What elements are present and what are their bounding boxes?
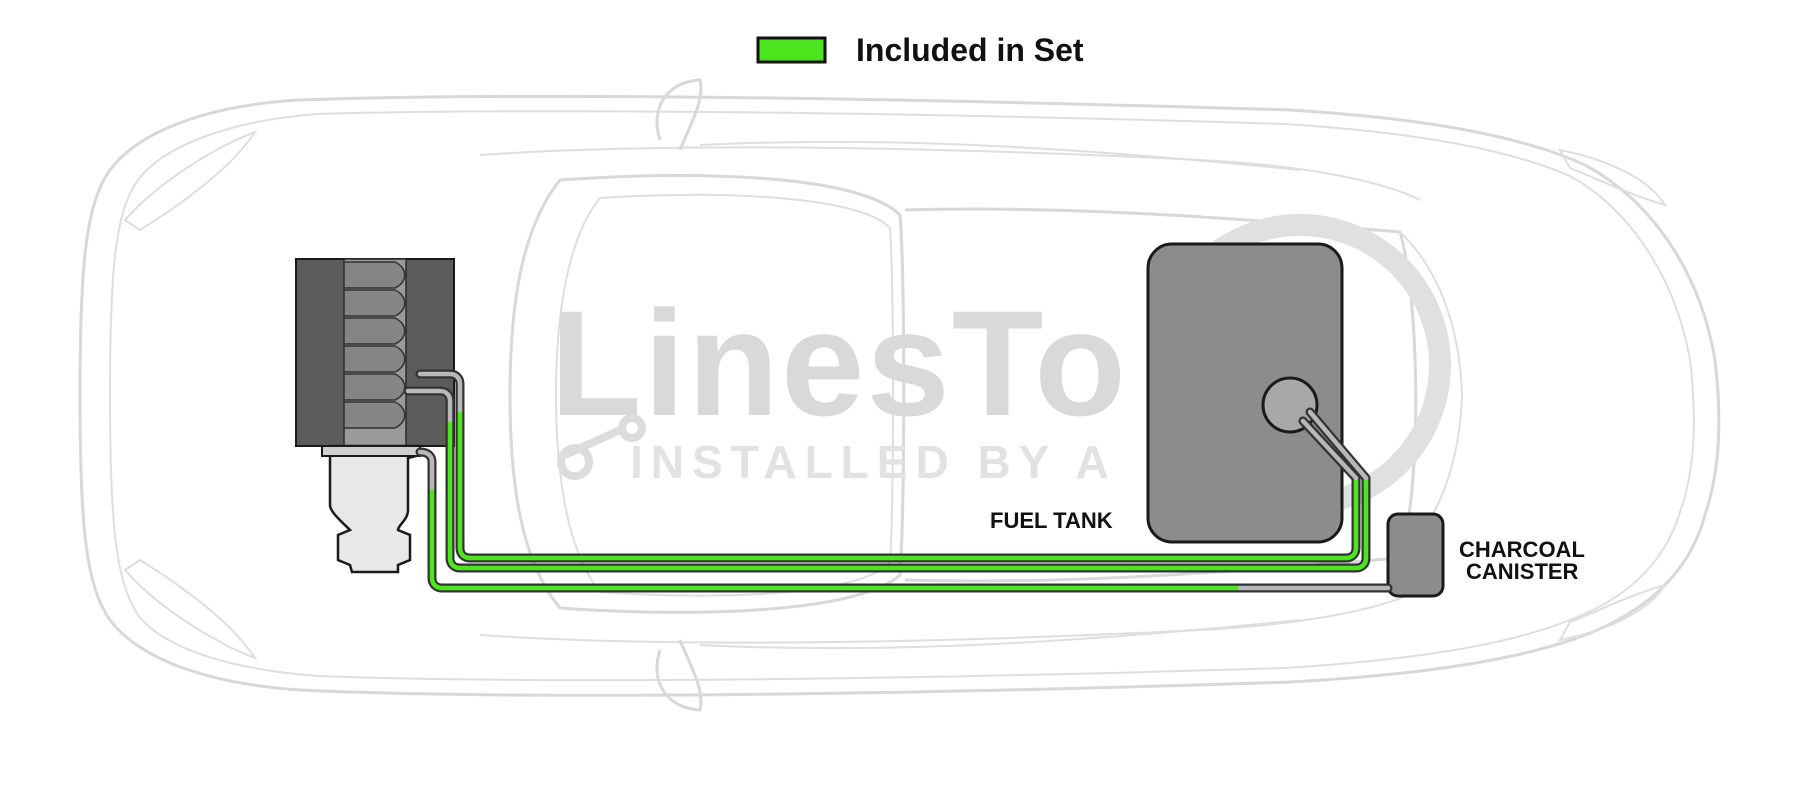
canister-label-line1: CHARCOAL [1459, 537, 1585, 562]
engine [295, 258, 455, 574]
watermark-brand: LinesTo [550, 279, 1128, 447]
canister-label-line2: CANISTER [1466, 559, 1579, 584]
fuel-tank-label: FUEL TANK [990, 508, 1113, 533]
charcoal-canister [1386, 512, 1445, 598]
watermark: LinesTo INSTALLED BY A [550, 214, 1451, 516]
legend-label: Included in Set [856, 32, 1084, 68]
legend-swatch [756, 36, 827, 64]
wrench-icon [557, 414, 646, 480]
legend: Included in Set [756, 32, 1084, 68]
watermark-tagline: INSTALLED BY A [630, 436, 1117, 488]
vapor-line [429, 485, 1243, 591]
engine-cylinders [343, 261, 406, 429]
fuel-tank [1146, 242, 1344, 544]
fuel-lines [403, 369, 1393, 593]
fuel-return-line [447, 417, 1369, 571]
car-outline [78, 78, 1721, 712]
fuel-tank-body [1146, 242, 1344, 544]
transmission [328, 444, 422, 574]
fuel-supply-line [457, 407, 1359, 561]
